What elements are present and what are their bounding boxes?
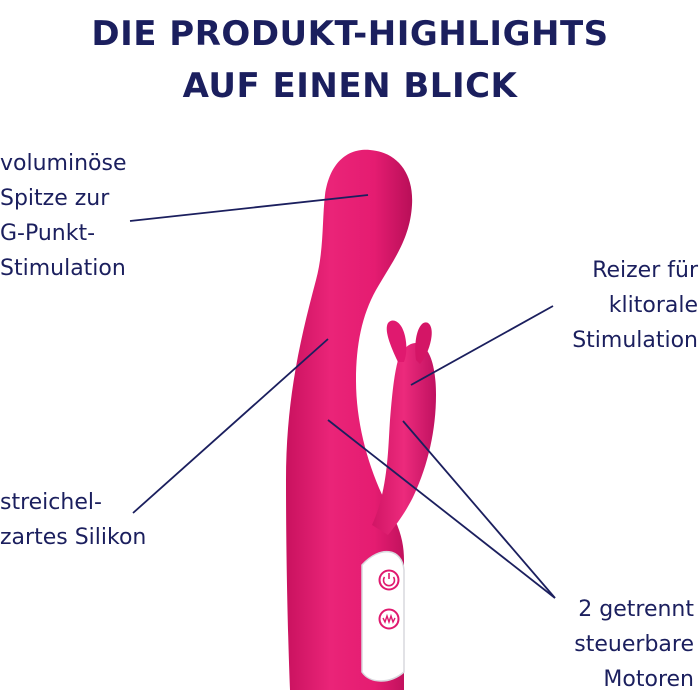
title-line-2: AUF EINEN BLICK xyxy=(182,66,518,106)
rabbit-ear-left xyxy=(386,320,407,362)
rabbit-arm xyxy=(372,342,436,535)
callout-clitoral-line-2: klitorale xyxy=(608,293,698,318)
page-title: DIE PRODUKT-HIGHLIGHTS AUF EINEN BLICK xyxy=(0,8,700,112)
callout-tip: voluminöse Spitze zur G-Punkt- Stimulati… xyxy=(0,146,126,286)
leader-line-motor-2 xyxy=(402,420,556,599)
callout-clitoral-line-1: Reizer für xyxy=(592,258,698,283)
callout-clitoral-line-3: Stimulation xyxy=(572,328,698,353)
callout-motors-line-3: Motoren xyxy=(603,667,694,692)
callout-clitoral: Reizer für klitorale Stimulation xyxy=(572,253,698,358)
power-icon[interactable] xyxy=(378,569,400,591)
wave-icon[interactable] xyxy=(378,608,400,630)
callout-tip-line-1: voluminöse xyxy=(0,151,127,176)
control-panel-edge xyxy=(361,550,405,682)
leader-line-tip xyxy=(129,194,369,222)
rabbit-ear-right xyxy=(415,322,432,364)
callout-silicone: streichel- zartes Silikon xyxy=(0,485,146,555)
leader-line-motor-1 xyxy=(327,419,556,599)
callout-silicone-line-1: streichel- xyxy=(0,490,102,515)
callout-tip-line-2: Spitze zur xyxy=(0,186,110,211)
leader-line-clitoral xyxy=(410,305,554,386)
callout-motors-line-1: 2 getrennt xyxy=(578,597,694,622)
callout-tip-line-3: G-Punkt- xyxy=(0,221,96,246)
title-line-1: DIE PRODUKT-HIGHLIGHTS xyxy=(91,14,609,54)
callout-silicone-line-2: zartes Silikon xyxy=(0,525,147,550)
leader-line-silicone xyxy=(132,338,329,514)
callout-motors: 2 getrennt steuerbare Motoren xyxy=(574,592,694,697)
callout-tip-line-4: Stimulation xyxy=(0,256,126,281)
callout-motors-line-2: steuerbare xyxy=(574,632,694,657)
